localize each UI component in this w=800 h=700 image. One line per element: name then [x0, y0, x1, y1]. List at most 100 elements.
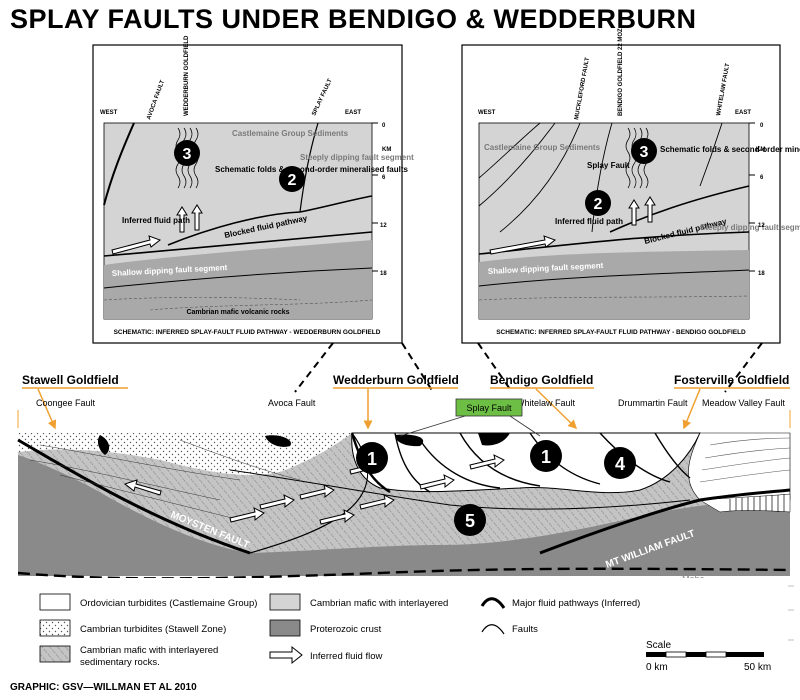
svg-text:Cambrian mafic with interlayer: Cambrian mafic with interlayered [80, 645, 218, 656]
left-inset-schematic: Schematic folds & second-order mineralis… [215, 165, 408, 174]
left-inset-castlemaine: Castlemaine Group Sediments [232, 129, 349, 138]
right-inset-lower-line [478, 269, 750, 287]
svg-text:18: 18 [380, 271, 387, 277]
svg-text:KM: KM [382, 147, 391, 153]
splay-fault-box-label: Splay Fault [466, 403, 512, 413]
svg-text:Faults: Faults [512, 624, 538, 635]
legend-scale: Scale 0 km 50 km [646, 640, 771, 673]
svg-text:Cambrian mafic with interlayer: Cambrian mafic with interlayered [310, 598, 448, 609]
svg-text:KM: KM [756, 147, 765, 153]
section-vertical-hatch-band [699, 493, 791, 513]
svg-text:3: 3 [183, 146, 192, 163]
right-inset-caption: SCHEMATIC: INFERRED SPLAY-FAULT FLUID PA… [496, 329, 746, 336]
svg-text:18: 18 [758, 271, 765, 277]
svg-text:Inferred fluid flow: Inferred fluid flow [310, 651, 382, 662]
legend-faults: Faults [481, 624, 538, 635]
legend-cambrian-mafic: Cambrian mafic with interlayered [269, 593, 448, 611]
right-inset-schematic: Schematic folds & second-order mineralis… [660, 145, 800, 154]
moho-line [17, 567, 791, 580]
svg-text:6: 6 [382, 175, 386, 181]
section-markers: 1 1 4 5 [356, 440, 636, 536]
right-inset-inferred: Inferred fluid path [555, 217, 623, 226]
svg-text:sedimentary rocks.: sedimentary rocks. [80, 657, 160, 668]
legend-fluid-flow: Inferred fluid flow [269, 645, 382, 665]
whitelaw-fault-label: Whitelaw Fault [516, 398, 576, 408]
wedderburn-goldfield-label: Wedderburn Goldfield [333, 373, 459, 387]
splay-fault-box [455, 398, 523, 417]
left-inset-caption: SCHEMATIC: INFERRED SPLAY-FAULT FLUID PA… [114, 329, 381, 336]
left-inset-west: WEST [100, 110, 118, 116]
svg-text:6: 6 [760, 175, 764, 181]
left-inset-depth-scale: 0 KM 6 12 18 [372, 122, 391, 277]
marker-1-right: 1 [541, 447, 551, 467]
left-inset-inferred: Inferred fluid path [122, 216, 190, 225]
left-inset-dark-layer [104, 240, 372, 319]
graphic-credit: GRAPHIC: GSV—WILLMAN ET AL 2010 [10, 682, 197, 693]
left-inset-blocked-fault [167, 195, 373, 246]
right-inset-fluid-arrows [489, 196, 656, 255]
right-inset-dashed-line [478, 295, 750, 301]
left-inset-cambrian: Cambrian mafic volcanic rocks [186, 309, 289, 316]
right-inset: WEST EAST MUCKLEFORD FAULT BENDIGO GOLDF… [461, 28, 800, 344]
svg-text:Major fluid pathways (Inferred: Major fluid pathways (Inferred) [512, 598, 640, 609]
section-black-bodies [97, 433, 510, 455]
svg-text:0 km: 0 km [646, 662, 668, 673]
right-inset-splay: Splay Fault [587, 161, 630, 170]
left-inset-fluid-arrows [111, 204, 203, 255]
left-inset-east: EAST [345, 110, 361, 116]
right-inset-marker-3: 3 [631, 138, 657, 164]
legend-cambrian-mafic-sed: Cambrian mafic with interlayered sedimen… [39, 645, 218, 668]
left-inset-shallow-fault [103, 231, 373, 257]
right-inset-east: EAST [735, 110, 751, 116]
section-fluid-arrows [123, 454, 505, 525]
avoca-fault-label: Avoca Fault [268, 398, 316, 408]
right-inset-steeply: Steeply dipping fault segment [700, 223, 800, 232]
right-inset-faults [478, 122, 723, 233]
section-labels: Stawell Goldfield Wedderburn Goldfield B… [17, 373, 791, 437]
left-inset-splay-fault [299, 122, 319, 213]
left-inset-dashed-lines [103, 297, 373, 311]
marker-5: 5 [465, 511, 475, 531]
legend-ordovician: Ordovician turbidites (Castlemaine Group… [39, 593, 257, 611]
legend-proterozoic: Proterozoic crust [269, 619, 382, 637]
left-inset-goldfield-label: WEDDERBURN GOLDFIELD [184, 35, 190, 116]
legend-major-pathways: Major fluid pathways (Inferred) [480, 597, 640, 609]
section-ordovician [351, 432, 701, 494]
section-thin-lines [29, 439, 301, 521]
left-inset-marker-3: 3 [174, 140, 200, 166]
fosterville-goldfield-label: Fosterville Goldfield [674, 373, 789, 387]
right-inset-castlemaine: Castlemaine Group Sediments [484, 143, 601, 152]
right-inset-dark-layer [479, 250, 749, 319]
meadow-valley-fault-label: Meadow Valley Fault [702, 398, 785, 408]
left-inset-steeply: Steeply dipping fault segment [300, 153, 414, 162]
right-inset-goldfield-label: BENDIGO GOLDFIELD 22 MOZ [618, 28, 624, 116]
svg-text:Proterozoic crust: Proterozoic crust [310, 624, 382, 635]
legend-cambrian-turbidites: Cambrian turbidites (Stawell Zone) [39, 619, 226, 637]
svg-text:Scale: Scale [646, 640, 671, 651]
right-inset-blocked-fault [609, 185, 750, 233]
coongee-fault-label: Coongee Fault [36, 398, 96, 408]
left-inset-marker-2: 2 [279, 166, 305, 192]
svg-text:50 km: 50 km [744, 662, 771, 673]
svg-text:3: 3 [640, 144, 649, 161]
svg-text:0: 0 [382, 123, 386, 129]
inset-connectors [294, 342, 763, 393]
right-inset-marker-2: 2 [585, 190, 611, 216]
left-inset-lower-line [103, 267, 373, 289]
section-vertical-hatch-lines [729, 494, 785, 512]
drummartin-fault-label: Drummartin Fault [618, 398, 688, 408]
svg-text:12: 12 [380, 223, 387, 229]
marker-1-left: 1 [367, 449, 377, 469]
cross-section: 1 1 4 5 MOYSTEN FAULT MT WILLIAM FAULT M… [17, 432, 791, 589]
bendigo-goldfield-label: Bendigo Goldfield [490, 373, 593, 387]
right-inset-west: WEST [478, 110, 496, 116]
svg-text:0: 0 [760, 123, 764, 129]
svg-text:Ordovician turbidites (Castlem: Ordovician turbidites (Castlemaine Group… [80, 598, 257, 609]
left-inset: WEST EAST AVOCA FAULT WEDDERBURN GOLDFIE… [92, 35, 414, 344]
legend: Ordovician turbidites (Castlemaine Group… [18, 578, 794, 678]
marker-4: 4 [615, 454, 625, 474]
section-fosterville-lines [699, 437, 791, 483]
figure-title: SPLAY FAULTS UNDER BENDIGO & WEDDERBURN [10, 4, 697, 34]
